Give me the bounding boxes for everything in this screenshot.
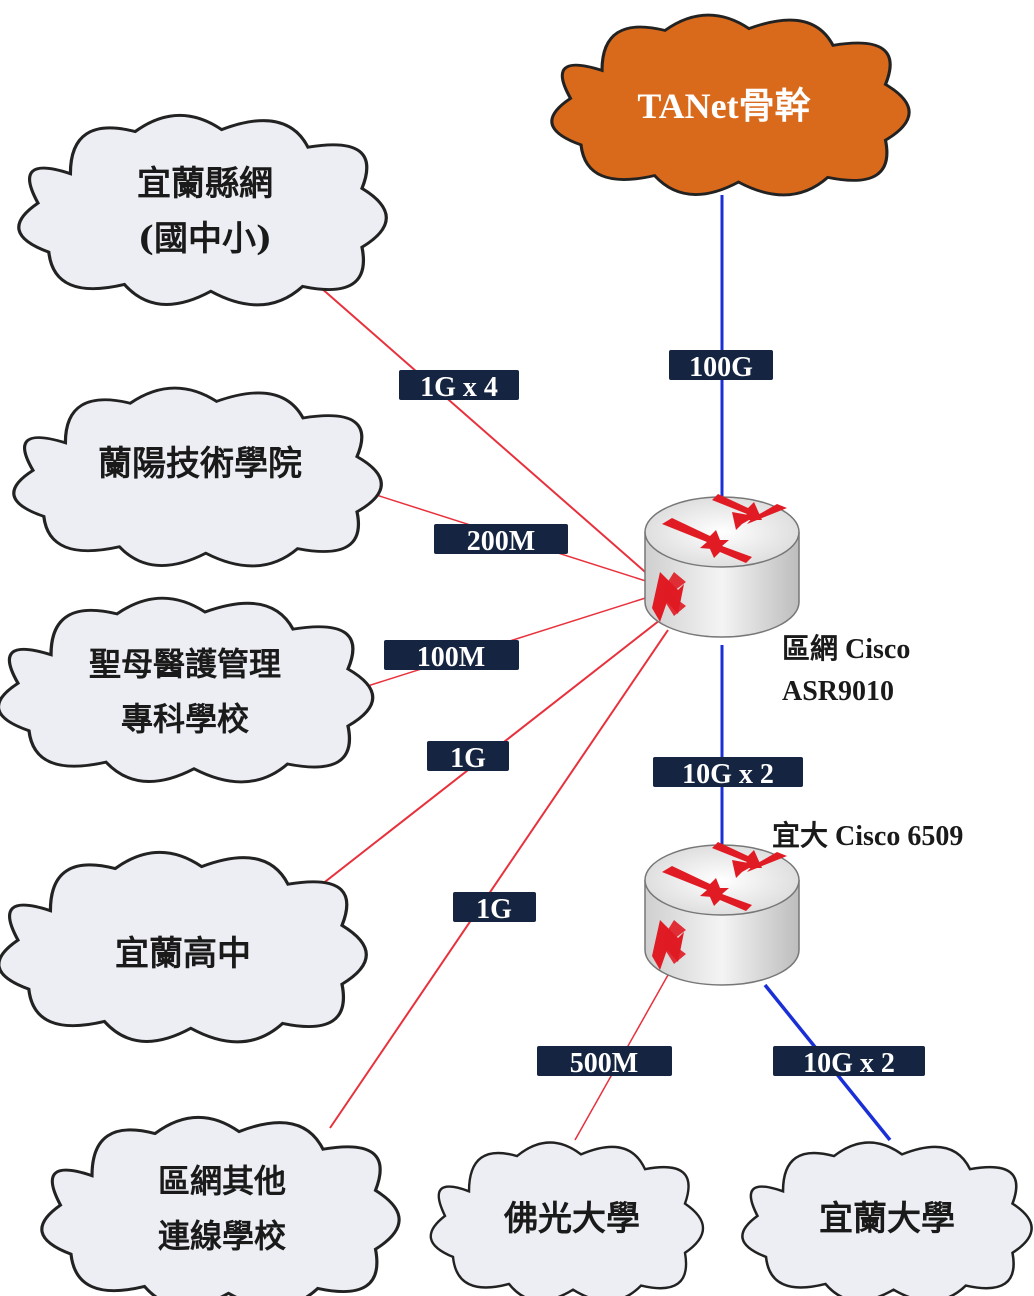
cloud-label: 宜蘭大學 <box>819 1199 955 1239</box>
bandwidth-badge: 1G <box>453 892 536 925</box>
link-core-others <box>329 629 669 1129</box>
svg-text:1G: 1G <box>450 743 486 774</box>
bandwidth-badge: 100G <box>669 350 773 383</box>
bandwidth-badge: 1G <box>427 741 509 774</box>
cloud-label-line1: 聖母醫護管理 <box>89 645 281 683</box>
svg-text:100G: 100G <box>689 352 753 383</box>
svg-text:10G x 2: 10G x 2 <box>682 759 774 790</box>
svg-text:500M: 500M <box>570 1048 638 1079</box>
cloud-label-line2: (國中小) <box>138 219 272 259</box>
cloud-label-line2: 連線學校 <box>158 1217 286 1255</box>
bandwidth-badge: 200M <box>434 524 568 557</box>
cloud-yilan-county <box>17 113 388 307</box>
cloud-label-line1: 宜蘭縣網 <box>137 164 273 204</box>
router-icon <box>644 842 800 986</box>
bandwidth-badge: 500M <box>537 1046 672 1079</box>
svg-text:1G x 4: 1G x 4 <box>420 372 498 403</box>
cloud-label: 佛光大學 <box>503 1199 640 1239</box>
cloud-label: 蘭陽技術學院 <box>98 444 302 484</box>
cloud-label-line1: 區網其他 <box>158 1162 286 1200</box>
router-icon <box>644 494 800 638</box>
cloud-smc <box>0 596 375 784</box>
bandwidth-badge: 10G x 2 <box>653 757 803 790</box>
svg-text:200M: 200M <box>467 526 535 557</box>
bandwidth-badge: 10G x 2 <box>773 1046 925 1079</box>
svg-text:1G: 1G <box>476 894 512 925</box>
cloud-others <box>40 1115 401 1296</box>
bandwidth-badge: 100M <box>384 640 519 673</box>
backbone-label: TANet骨幹 <box>637 85 811 126</box>
router-label-core-line1: 區網 Cisco <box>782 633 910 665</box>
cloud-label: 宜蘭高中 <box>115 934 251 974</box>
bandwidth-badge: 1G x 4 <box>399 370 519 403</box>
svg-text:100M: 100M <box>417 642 485 673</box>
router-label-campus: 宜大 Cisco 6509 <box>772 819 963 852</box>
cloud-label-line2: 專科學校 <box>121 700 249 738</box>
router-label-core-line2: ASR9010 <box>782 676 894 707</box>
link-core-county <box>311 279 653 579</box>
svg-text:10G x 2: 10G x 2 <box>803 1048 895 1079</box>
